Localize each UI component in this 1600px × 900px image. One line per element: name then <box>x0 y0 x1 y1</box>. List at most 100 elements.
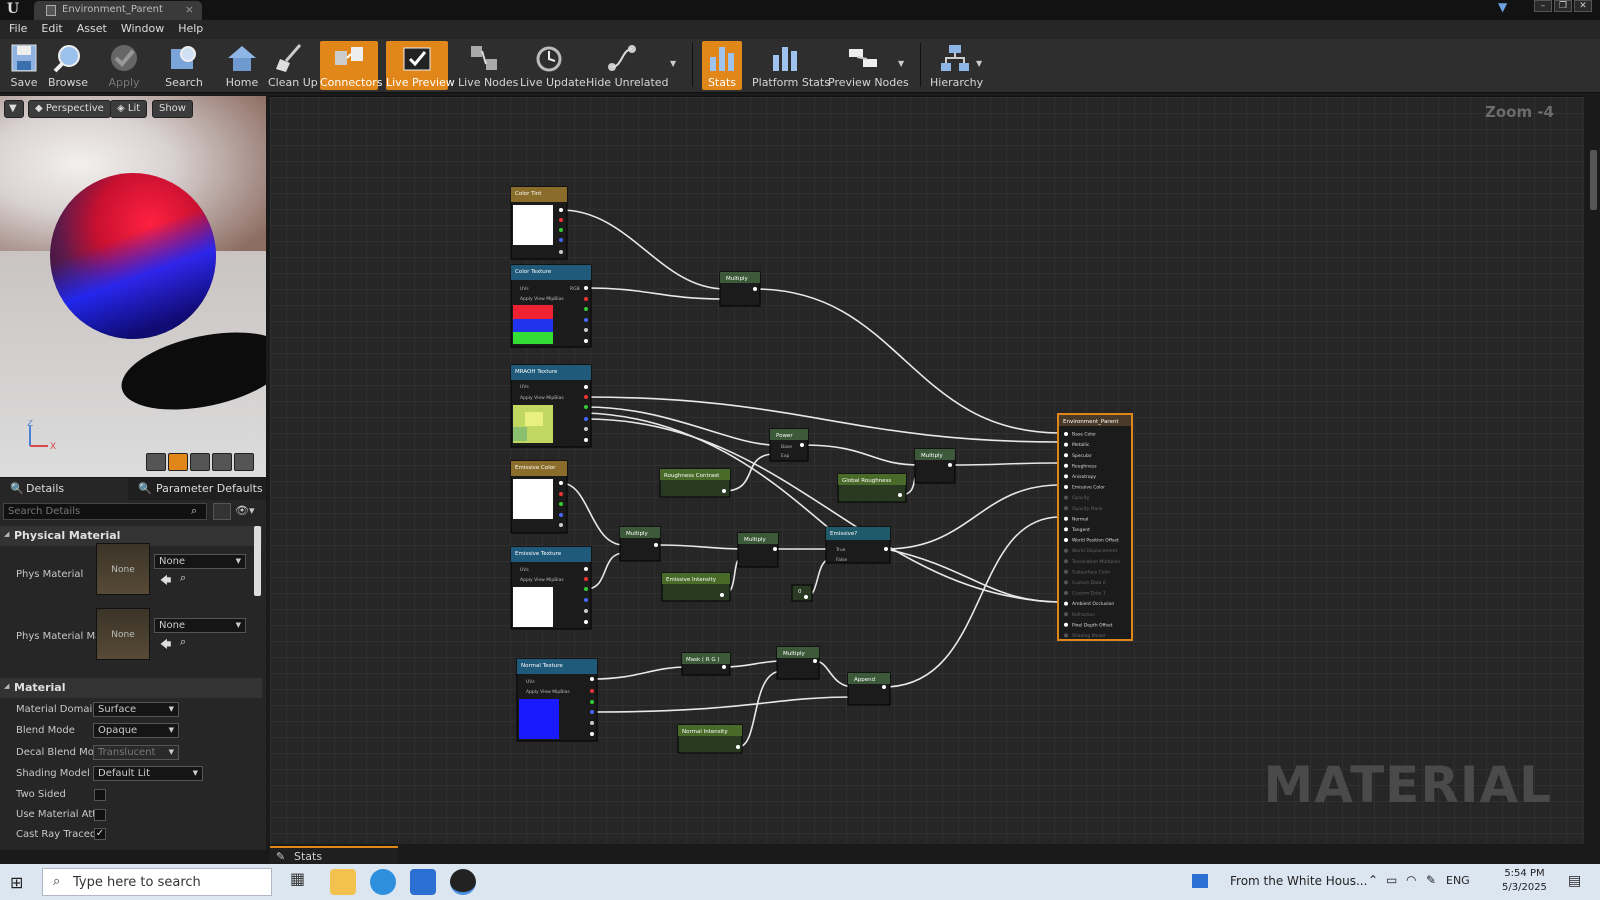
edge-browser-icon[interactable] <box>370 869 396 895</box>
cast-ray-traced-shadows-checkbox[interactable]: ✓ <box>94 828 106 840</box>
custom-mesh-preview-button[interactable] <box>234 453 254 471</box>
search-button[interactable]: Search <box>164 41 204 90</box>
phys-material-mask-thumbnail[interactable]: None <box>96 608 150 660</box>
save-button[interactable]: Save <box>6 41 42 90</box>
color-tint-node[interactable]: Color Tint <box>510 186 568 260</box>
blend-mode-dropdown[interactable]: Opaque <box>93 723 179 738</box>
hierarchy-dropdown[interactable]: ▼ <box>976 59 983 68</box>
result-pin-dot[interactable] <box>1064 633 1068 638</box>
live-update-button[interactable]: Live Update <box>520 41 586 90</box>
hide-unrelated-button[interactable]: Hide Unrelated <box>586 41 669 90</box>
result-pin-dot[interactable] <box>1064 474 1068 479</box>
menu-file[interactable]: File <box>9 22 28 35</box>
physical-material-section[interactable]: Physical Material <box>0 526 262 546</box>
result-pin-dot[interactable] <box>1064 612 1068 617</box>
power-node[interactable]: Power Base Exp <box>769 428 809 462</box>
multiply-node[interactable]: Multiply <box>914 448 956 484</box>
preview-nodes-dropdown[interactable]: ▼ <box>898 59 905 68</box>
material-domain-dropdown[interactable]: Surface <box>93 702 179 717</box>
use-selected-arrow-icon[interactable]: 🡄 <box>160 638 172 651</box>
emissive-texture-node[interactable]: Emissive Texture UVs Apply View MipBias <box>510 546 592 630</box>
file-explorer-icon[interactable] <box>330 869 356 895</box>
microsoft-store-icon[interactable] <box>410 869 436 895</box>
news-widget[interactable]: From the White Hous... <box>1230 874 1368 888</box>
global-roughness-node[interactable]: Global Roughness <box>837 473 907 503</box>
stats-tab[interactable]: ✎Stats <box>270 846 398 864</box>
multiply-node[interactable]: Multiply <box>737 532 779 568</box>
use-material-attributes-checkbox[interactable] <box>94 809 106 821</box>
task-view-icon[interactable]: ▦ <box>290 869 306 888</box>
result-pin-dot[interactable] <box>1064 495 1068 500</box>
viewport-options-dropdown[interactable]: ▼ <box>4 100 24 118</box>
hierarchy-button[interactable]: Hierarchy <box>930 41 983 90</box>
mask-node[interactable]: Mask ( R G ) <box>681 652 731 676</box>
material-result-node[interactable]: Environment_Parent Base ColorMetallicSpe… <box>1057 413 1133 641</box>
result-pin-dot[interactable] <box>1064 527 1068 532</box>
tab-parameter-defaults[interactable]: 🔍Parameter Defaults <box>130 478 266 500</box>
result-pin-dot[interactable] <box>1064 559 1068 564</box>
tray-device-icon[interactable]: ▭ <box>1386 873 1398 887</box>
browse-asset-icon[interactable]: ⌕ <box>180 571 187 584</box>
menu-asset[interactable]: Asset <box>76 22 107 35</box>
result-pin-dot[interactable] <box>1064 453 1068 458</box>
show-button[interactable]: Show <box>152 100 193 118</box>
notification-center-icon[interactable]: ▤ <box>1568 873 1582 889</box>
multiply-node[interactable]: Multiply <box>619 526 661 562</box>
result-pin-dot[interactable] <box>1064 432 1068 436</box>
stats-button[interactable]: Stats <box>702 41 742 90</box>
lit-button[interactable]: ◈ Lit <box>110 100 148 118</box>
shading-model-dropdown[interactable]: Default Lit <box>93 766 203 781</box>
result-pin-dot[interactable] <box>1064 548 1068 553</box>
palette-scrollbar[interactable] <box>1590 150 1597 210</box>
result-pin-dot[interactable] <box>1064 485 1068 489</box>
preview-nodes-button[interactable]: Preview Nodes <box>828 41 909 90</box>
home-button[interactable]: Home <box>224 41 260 90</box>
roughness-contrast-node[interactable]: Roughness Contrast <box>659 468 731 498</box>
cube-preview-button[interactable] <box>212 453 232 471</box>
color-texture-node[interactable]: Color Texture UVs Apply View MipBias RGB <box>510 264 592 348</box>
mraoh-texture-node[interactable]: MRAOH Texture UVs Apply View MipBias <box>510 364 592 448</box>
result-pin-dot[interactable] <box>1064 601 1068 606</box>
details-search-input[interactable]: Search Details <box>3 503 207 520</box>
phys-material-mask-dropdown[interactable]: None <box>154 618 246 633</box>
phys-material-thumbnail[interactable]: None <box>96 543 150 595</box>
result-pin-dot[interactable] <box>1064 506 1068 511</box>
close-window-button[interactable]: ✕ <box>1574 0 1592 12</box>
browse-asset-icon[interactable]: ⌕ <box>180 635 187 648</box>
menu-window[interactable]: Window <box>120 22 165 35</box>
result-pin-dot[interactable] <box>1064 442 1068 447</box>
plane-preview-button[interactable] <box>190 453 210 471</box>
cleanup-button[interactable]: Clean Up <box>268 41 318 90</box>
unreal-taskbar-icon[interactable] <box>450 869 476 895</box>
live-preview-button[interactable]: Live Preview <box>386 41 455 90</box>
document-tab[interactable]: Environment_Parent × <box>34 1 202 20</box>
connectors-button[interactable]: Connectors <box>320 41 382 90</box>
details-scrollbar[interactable] <box>254 526 261 596</box>
emissive-color-node[interactable]: Emissive Color <box>510 460 568 534</box>
constant-zero-node[interactable]: 0 <box>791 584 813 602</box>
perspective-button[interactable]: ◆ Perspective <box>28 100 111 118</box>
windows-start-icon[interactable]: ⊞ <box>10 873 24 892</box>
result-pin-dot[interactable] <box>1064 516 1068 521</box>
emissive-switch-node[interactable]: Emissive? True False <box>825 526 891 564</box>
hide-unrelated-dropdown[interactable]: ▼ <box>670 59 677 68</box>
result-pin-dot[interactable] <box>1064 622 1068 627</box>
tab-details[interactable]: 🔍Details <box>0 478 128 500</box>
apply-button[interactable]: Apply <box>104 41 144 90</box>
result-pin-dot[interactable] <box>1064 591 1068 595</box>
platform-stats-button[interactable]: Platform Stats <box>752 41 830 90</box>
normal-texture-node[interactable]: Normal Texture UVs Apply View MipBias <box>516 658 598 742</box>
unreal-logo-icon[interactable]: U <box>6 1 20 17</box>
pen-icon[interactable]: ✎ <box>1426 873 1437 887</box>
sphere-preview-button[interactable] <box>168 453 188 471</box>
material-graph-editor[interactable]: Zoom -4 MATERIAL <box>270 96 1584 844</box>
taskbar-search-input[interactable]: ⌕Type here to search <box>42 868 272 896</box>
material-section[interactable]: Material <box>0 678 262 698</box>
news-icon[interactable] <box>1192 874 1208 888</box>
notification-icon[interactable]: ▼ <box>1498 0 1508 14</box>
result-pin-dot[interactable] <box>1064 580 1068 585</box>
decal-blend-mode-dropdown[interactable]: Translucent <box>93 745 179 760</box>
two-sided-checkbox[interactable] <box>94 789 106 801</box>
